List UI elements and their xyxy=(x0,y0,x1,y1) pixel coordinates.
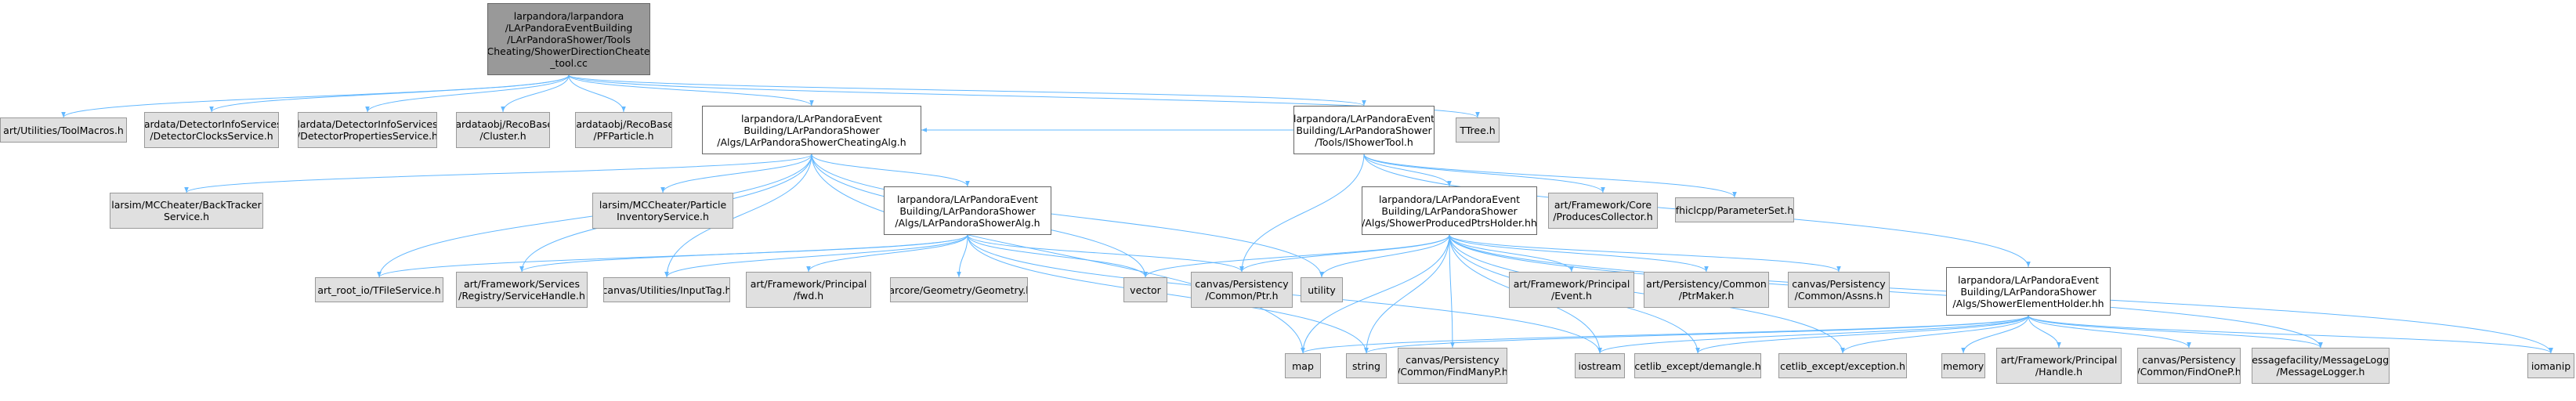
edge-showerelement-to-iostream xyxy=(1597,315,2029,354)
node-ttree: TTree.h xyxy=(1456,117,1500,143)
node-utility: utility xyxy=(1301,277,1343,302)
edge-showerelement-to-memory xyxy=(1961,315,2029,354)
edge-root-to-pfparticle xyxy=(568,74,626,113)
edge-showerelement-to-handle xyxy=(2028,315,2061,349)
node-exception: cetlib_except/exception.h xyxy=(1778,353,1907,378)
edge-producedptrs-to-findmanyp xyxy=(1449,234,1455,349)
node-ptr-maker: art/Persistency/Common /PtrMaker.h xyxy=(1644,272,1769,308)
node-shower-element-holder[interactable]: larpandora/LArPandoraEvent Building/LArP… xyxy=(1946,267,2111,316)
edge-showerelement-to-string xyxy=(1364,315,2029,354)
edge-root-to-ishowertool xyxy=(568,74,1366,107)
node-vector: vector xyxy=(1123,277,1167,302)
node-find-one-p: canvas/Persistency /Common/FindOneP.h xyxy=(2137,348,2241,384)
node-tfile-service: art_root_io/TFileService.h xyxy=(315,277,443,302)
node-map: map xyxy=(1285,353,1321,378)
edge-showerelement-to-iomanip xyxy=(2028,315,2553,354)
node-memory: memory xyxy=(1941,353,1985,378)
edge-showeralg-to-fwd xyxy=(806,234,968,273)
edge-producedptrs-to-event xyxy=(1449,234,1574,273)
edge-showeralg-to-inputtag xyxy=(664,234,968,278)
edge-cheatingalg-to-backtracker xyxy=(184,154,812,193)
node-shower-cheating-alg[interactable]: larpandora/LArPandoraEvent Building/LArP… xyxy=(702,106,921,154)
node-message-logger: messagefacility/MessageLogger /MessageLo… xyxy=(2252,348,2390,384)
edge-root-to-cluster xyxy=(501,74,570,113)
edge-root-to-cheatingalg xyxy=(568,74,814,107)
edge-cheatingalg-to-showeralg xyxy=(811,154,970,187)
node-particle-inventory-service: larsim/MCCheater/Particle InventoryServi… xyxy=(592,193,733,229)
node-event: art/Framework/Principal /Event.h xyxy=(1509,272,1634,308)
edge-root-to-detprops xyxy=(365,74,570,113)
edge-showeralg-to-ptr xyxy=(967,234,1244,273)
edge-producedptrs-to-map xyxy=(1301,234,1450,354)
node-service-handle: art/Framework/Services /Registry/Service… xyxy=(456,272,588,308)
node-geometry: larcore/Geometry/Geometry.h xyxy=(890,277,1028,302)
edge-showerelement-to-demangle xyxy=(1695,315,2029,354)
node-back-tracker-service: larsim/MCCheater/BackTracker Service.h xyxy=(110,193,263,229)
edge-ishowertool-to-producedptrs xyxy=(1363,154,1452,187)
edge-producedptrs-to-ptrmaker xyxy=(1449,234,1709,273)
edge-cheatingalg-to-map xyxy=(811,154,1305,354)
edge-ishowertool-to-producescollector xyxy=(1363,154,1605,193)
node-pfparticle: lardataobj/RecoBase /PFParticle.h xyxy=(575,112,672,148)
edge-root-to-detclocks xyxy=(209,74,570,113)
node-detector-clocks-service: lardata/DetectorInfoServices /DetectorCl… xyxy=(144,112,279,148)
edge-showeralg-to-geometry xyxy=(957,234,968,278)
node-iomanip: iomanip xyxy=(2527,353,2574,378)
edge-producedptrs-to-string xyxy=(1364,234,1450,354)
edge-cheatingalg-to-particleinv xyxy=(660,154,812,193)
node-ptr: canvas/Persistency /Common/Ptr.h xyxy=(1191,272,1293,308)
edge-showeralg-to-servicehandle xyxy=(519,234,968,273)
node-produces-collector: art/Framework/Core /ProducesCollector.h xyxy=(1548,193,1658,229)
node-string: string xyxy=(1346,353,1387,378)
node-tool-macros: art/Utilities/ToolMacros.h xyxy=(0,117,127,143)
node-root-shower-direction-cheater-tool: larpandora/larpandora /LArPandoraEventBu… xyxy=(487,3,650,75)
edge-showerelement-to-messagelogger xyxy=(2028,315,2323,349)
edge-showerelement-to-exception xyxy=(1840,315,2029,354)
edge-ishowertool-to-ptr xyxy=(1239,154,1365,273)
edge-producedptrs-to-assns xyxy=(1449,234,1841,273)
node-shower-alg[interactable]: larpandora/LArPandoraEvent Building/LArP… xyxy=(884,186,1051,235)
edge-ishowertool-to-parameterset xyxy=(1363,154,1737,198)
node-input-tag: canvas/Utilities/InputTag.h xyxy=(603,277,730,302)
edge-showeralg-to-vector xyxy=(967,234,1148,278)
edge-producedptrs-to-ptr xyxy=(1239,234,1450,273)
node-shower-produced-ptrs-holder[interactable]: larpandora/LArPandoraEvent Building/LArP… xyxy=(1362,186,1537,235)
edge-cheatingalg-to-utility xyxy=(811,154,1324,278)
node-ishower-tool[interactable]: larpandora/LArPandoraEvent Building/LArP… xyxy=(1293,106,1435,154)
node-assns: canvas/Persistency /Common/Assns.h xyxy=(1788,272,1890,308)
edge-showerelement-to-findonep xyxy=(2028,315,2191,349)
node-cluster: lardataobj/RecoBase /Cluster.h xyxy=(456,112,550,148)
node-parameter-set: fhiclcpp/ParameterSet.h xyxy=(1675,197,1794,222)
node-principal-fwd: art/Framework/Principal /fwd.h xyxy=(746,272,871,308)
node-iostream: iostream xyxy=(1575,353,1625,378)
edge-producedptrs-to-utility xyxy=(1319,234,1450,278)
node-demangle: cetlib_except/demangle.h xyxy=(1634,353,1761,378)
node-find-many-p: canvas/Persistency /Common/FindManyP.h xyxy=(1398,348,1507,384)
node-detector-properties-service: lardata/DetectorInfoServices /DetectorPr… xyxy=(298,112,437,148)
node-handle: art/Framework/Principal /Handle.h xyxy=(1996,348,2122,384)
